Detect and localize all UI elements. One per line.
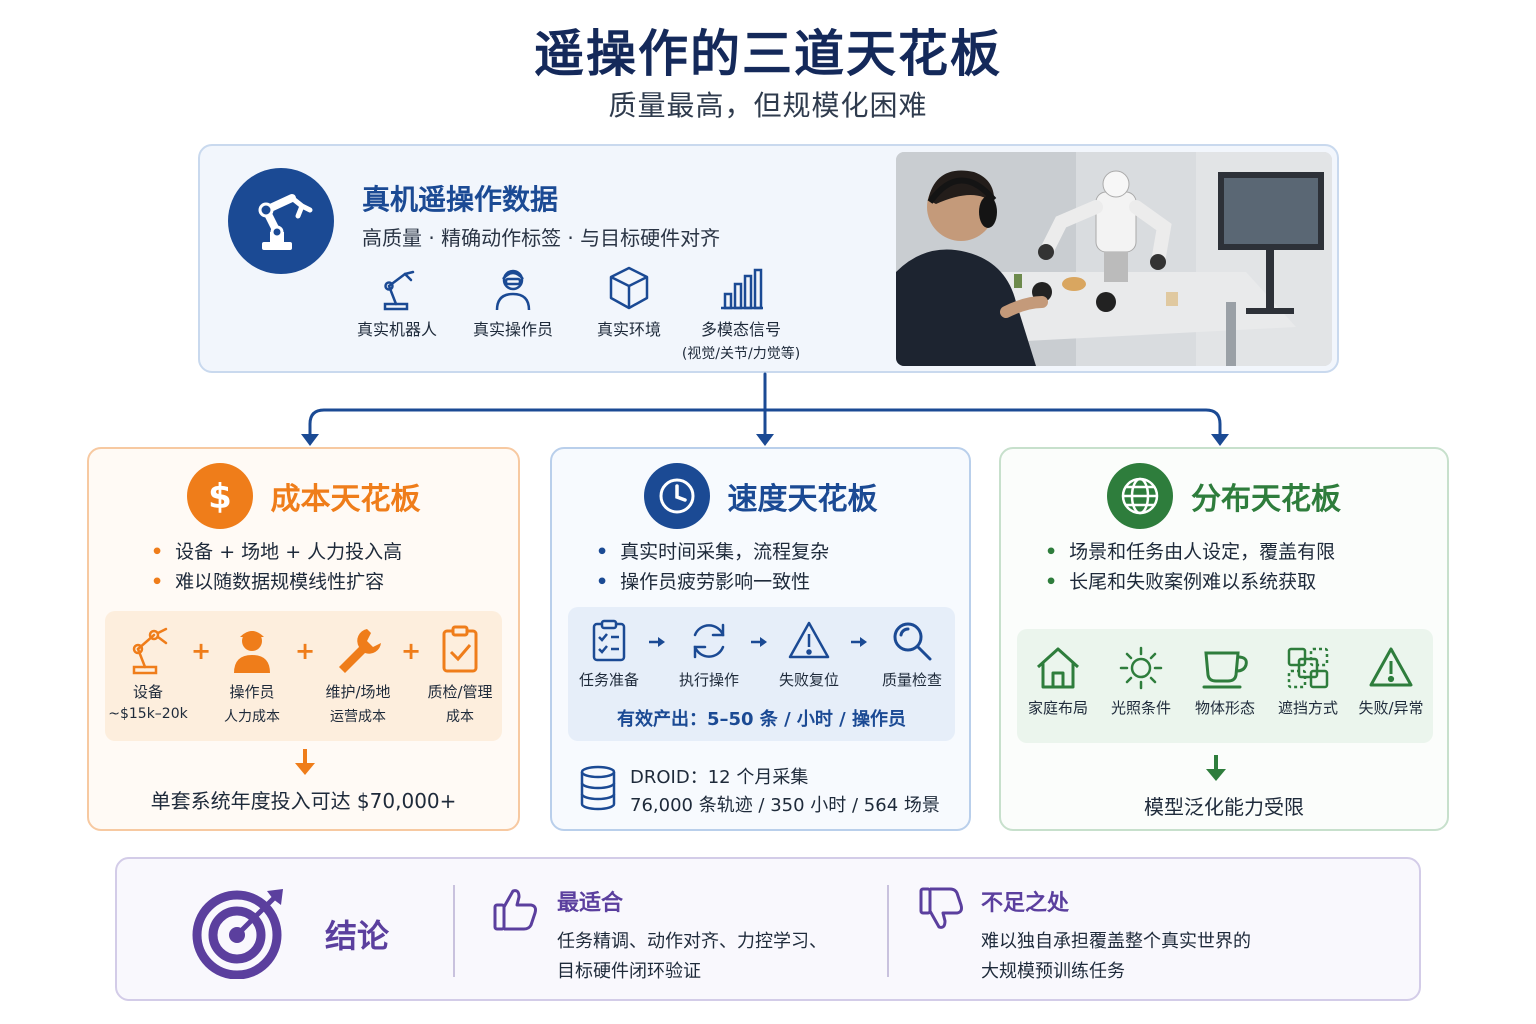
step-quality-check: 质量检查 [870,619,954,690]
cost-card-title: 成本天花板 [270,482,421,517]
clock-icon [643,463,710,529]
teleop-data-card: 真机遥操作数据 高质量 · 精确动作标签 · 与目标硬件对齐 真实机器人 真实操… [198,144,1339,373]
globe-icon [1107,463,1173,529]
speed-ceiling-card: 速度天花板 •真实时间采集，流程复杂 •操作员疲劳影响一致性 任务准备 [550,447,971,831]
feature-sublabel: (视觉/关节/力觉等) [681,346,801,362]
cost-item-equipment: 设备 ~$15k–20k [107,625,189,722]
list-item: •场景和任务由人设定，覆盖有限 [1045,541,1336,563]
list-item: •设备 + 场地 + 人力投入高 [151,541,403,563]
cost-result: 单套系统年度投入可达 $70,000+ [150,789,457,813]
target-icon [192,889,283,979]
list-item: •长尾和失败案例难以系统获取 [1045,571,1317,593]
dist-card-header: 分布天花板 [1001,463,1447,529]
droid-line-1: DROID：12 个月采集 [630,767,809,788]
feature-multimodal: 多模态信号 (视觉/关节/力觉等) [666,264,816,363]
arrow-down-icon [295,749,315,775]
factor-failure: 失败/异常 [1349,645,1433,718]
divider [453,885,455,977]
factor-object-shape: 物体形态 [1183,645,1267,718]
effective-output: 有效产出：5–50 条 / 小时 / 操作员 [616,709,907,730]
speed-card-header: 速度天花板 [552,463,969,529]
teleop-heading: 真机遥操作数据 [362,183,559,216]
list-item: •真实时间采集，流程复杂 [596,541,830,563]
refresh-icon [693,623,725,659]
speed-card-title: 速度天花板 [727,482,878,517]
factor-home-layout: 家庭布局 [1017,645,1099,718]
page-subtitle: 质量最高，但规模化困难 [608,89,928,122]
shortcoming-line-1: 难以独自承担覆盖整个真实世界的 [981,931,1251,952]
divider [887,885,889,977]
page-title: 遥操作的三道天花板 [534,25,1002,83]
feature-real-operator: 真实操作员 [438,264,588,340]
cube-icon [609,266,649,310]
best-fit-line-1: 任务精调、动作对齐、力控学习、 [557,931,827,952]
robot-arm-icon [132,627,168,675]
feature-label: 多模态信号 [700,320,781,339]
feature-label: 真实机器人 [356,320,437,339]
step-failure-reset: 失败复位 [768,619,850,690]
factor-lighting: 光照条件 [1099,645,1183,718]
database-icon [580,765,616,811]
magnifier-icon [893,622,932,661]
cost-ceiling-card: $ 成本天花板 •设备 + 场地 + 人力投入高 •难以随数据规模线性扩容 设备… [87,447,520,831]
clipboard-check-icon [442,625,478,673]
house-icon [1036,647,1080,689]
feature-label: 真实环境 [596,320,661,339]
dollar-icon: $ [186,463,253,529]
thumbs-down-icon [919,887,963,929]
feature-real-env: 真实环境 [554,264,704,340]
teleop-scene-image [896,152,1332,366]
dist-factors-box: 家庭布局 光照条件 物体形态 [1017,629,1433,743]
robot-arm-icon [383,270,415,311]
dist-card-title: 分布天花板 [1191,482,1341,517]
cost-bullets: •设备 + 场地 + 人力投入高 •难以随数据规模线性扩容 [151,537,402,597]
shortcoming-line-2: 大规模预训练任务 [981,961,1125,982]
step-task-prep: 任务准备 [570,619,648,690]
feature-label: 真实操作员 [472,320,553,339]
distribution-ceiling-card: 分布天花板 •场景和任务由人设定，覆盖有限 •长尾和失败案例难以系统获取 家庭布… [999,447,1449,831]
best-fit-title: 最适合 [557,891,624,916]
conclusion-title: 结论 [325,917,390,955]
arrow-right-icon [751,637,767,647]
speed-bullets: •真实时间采集，流程复杂 •操作员疲劳影响一致性 [596,537,829,597]
warning-icon [1369,647,1413,687]
cost-breakdown-box: 设备 ~$15k–20k + 操作员 人力成本 + 维护/场地 运营成本 + [105,611,502,741]
bar-chart-icon [721,268,763,310]
cost-item-maintenance: 维护/场地 运营成本 [315,625,401,726]
operator-icon [495,269,531,311]
dist-result: 模型泛化能力受限 [1144,795,1304,819]
sun-icon [1119,646,1163,690]
cost-card-header: $ 成本天花板 [89,463,518,529]
dist-bullets: •场景和任务由人设定，覆盖有限 •长尾和失败案例难以系统获取 [1045,537,1335,597]
step-execute: 执行操作 [668,619,750,690]
wrench-icon [339,629,381,673]
thumbs-up-icon [493,889,537,931]
list-item: •难以随数据规模线性扩容 [151,571,385,593]
arrow-right-icon [649,637,665,647]
shortcoming-title: 不足之处 [981,891,1070,916]
cost-item-operator: 操作员 人力成本 [211,625,293,726]
plus-sign: + [191,637,212,665]
arrow-down-icon [1206,755,1226,781]
speed-process-box: 任务准备 执行操作 失败复位 [568,607,955,741]
connector-arrows [301,372,1229,446]
warning-icon [788,621,830,659]
plus-sign: + [295,637,316,665]
robot-arm-logo-icon [228,168,334,274]
cost-item-qc: 质检/管理 成本 [419,625,501,726]
best-fit-line-2: 目标硬件闭环验证 [557,961,701,982]
feature-real-robot: 真实机器人 [322,264,472,340]
droid-line-2: 76,000 条轨迹 / 350 小时 / 564 场景 [630,795,940,816]
factor-occlusion: 遮挡方式 [1267,645,1349,718]
svg-text:$: $ [208,477,232,516]
cup-icon [1202,651,1248,689]
plus-sign: + [401,637,422,665]
conclusion-panel: 结论 最适合 任务精调、动作对齐、力控学习、 目标硬件闭环验证 不足之处 难以独… [115,857,1421,1001]
checklist-icon [592,619,626,662]
teleop-description: 高质量 · 精确动作标签 · 与目标硬件对齐 [362,226,721,250]
arrow-right-icon [851,637,867,647]
occlusion-icon [1287,647,1329,689]
operator-icon [234,631,270,673]
list-item: •操作员疲劳影响一致性 [596,571,811,593]
